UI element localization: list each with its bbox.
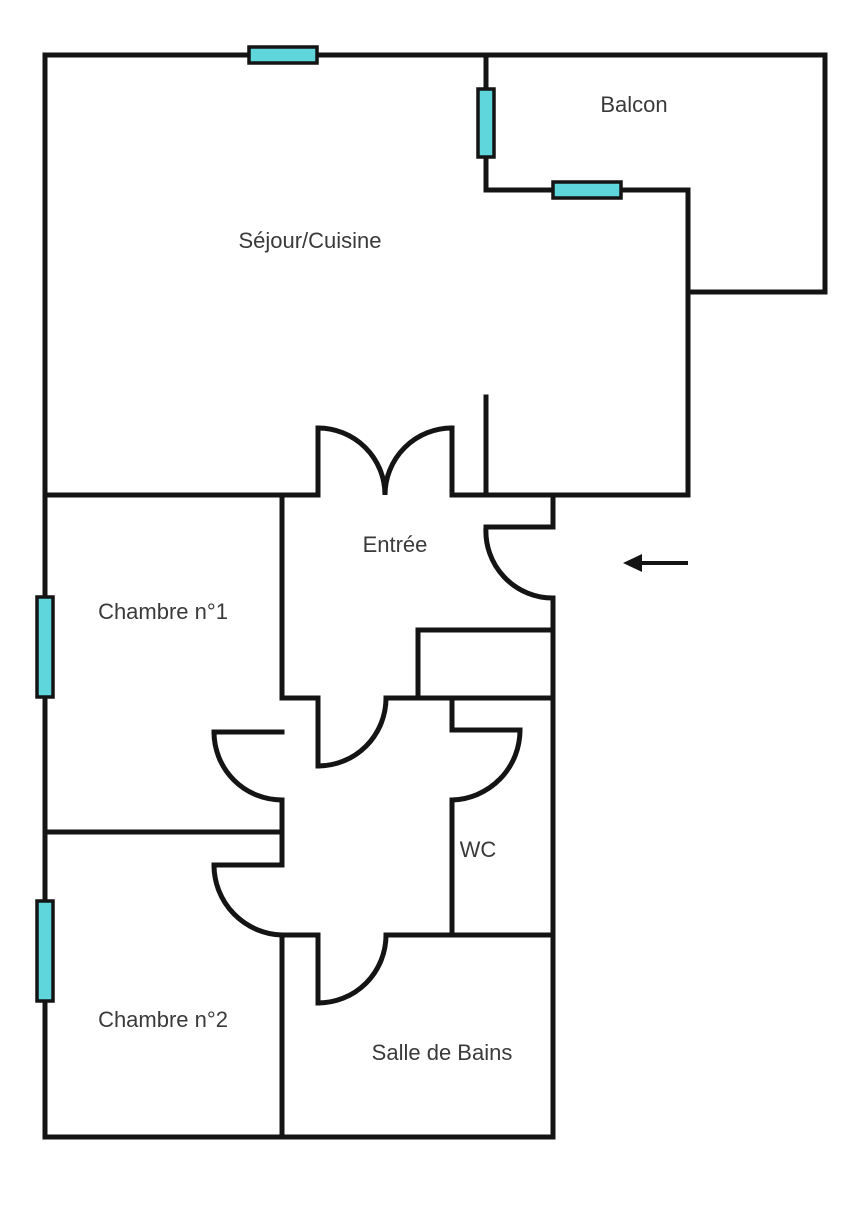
- entrance-door-arc: [483, 526, 554, 601]
- closet-outline: [415, 627, 556, 701]
- label-balcon: Balcon: [600, 92, 667, 117]
- room-labels: Balcon Séjour/Cuisine Entrée Chambre n°1…: [98, 92, 668, 1065]
- window-balcony-vertical: [476, 87, 496, 159]
- label-chambre-1: Chambre n°1: [98, 599, 228, 624]
- interior-walls: [42, 394, 556, 1140]
- window-chambre-1: [35, 595, 55, 699]
- wall-right-sejour: [483, 52, 691, 498]
- double-door-right-arc: [382, 425, 453, 496]
- windows: [35, 45, 623, 1003]
- chambre1-door-arc: [211, 731, 283, 803]
- bath-door-arc: [317, 934, 389, 1006]
- corridor-door-arc: [317, 697, 389, 769]
- wc-door-arc: [451, 729, 523, 803]
- outer-walls: [42, 52, 828, 1140]
- window-balcony-horizontal: [551, 180, 623, 200]
- window-chambre-2: [35, 899, 55, 1003]
- window-top: [247, 45, 319, 65]
- label-entree: Entrée: [363, 532, 428, 557]
- doors: [211, 425, 556, 1006]
- label-chambre-2: Chambre n°2: [98, 1007, 228, 1032]
- balcony-outline: [483, 52, 828, 295]
- double-door-left-arc: [317, 425, 388, 496]
- label-salle-de-bains: Salle de Bains: [372, 1040, 513, 1065]
- entrance-arrow-icon: [623, 554, 688, 572]
- chambre2-door-arc: [211, 864, 283, 938]
- label-sejour-cuisine: Séjour/Cuisine: [238, 228, 381, 253]
- label-wc: WC: [460, 837, 497, 862]
